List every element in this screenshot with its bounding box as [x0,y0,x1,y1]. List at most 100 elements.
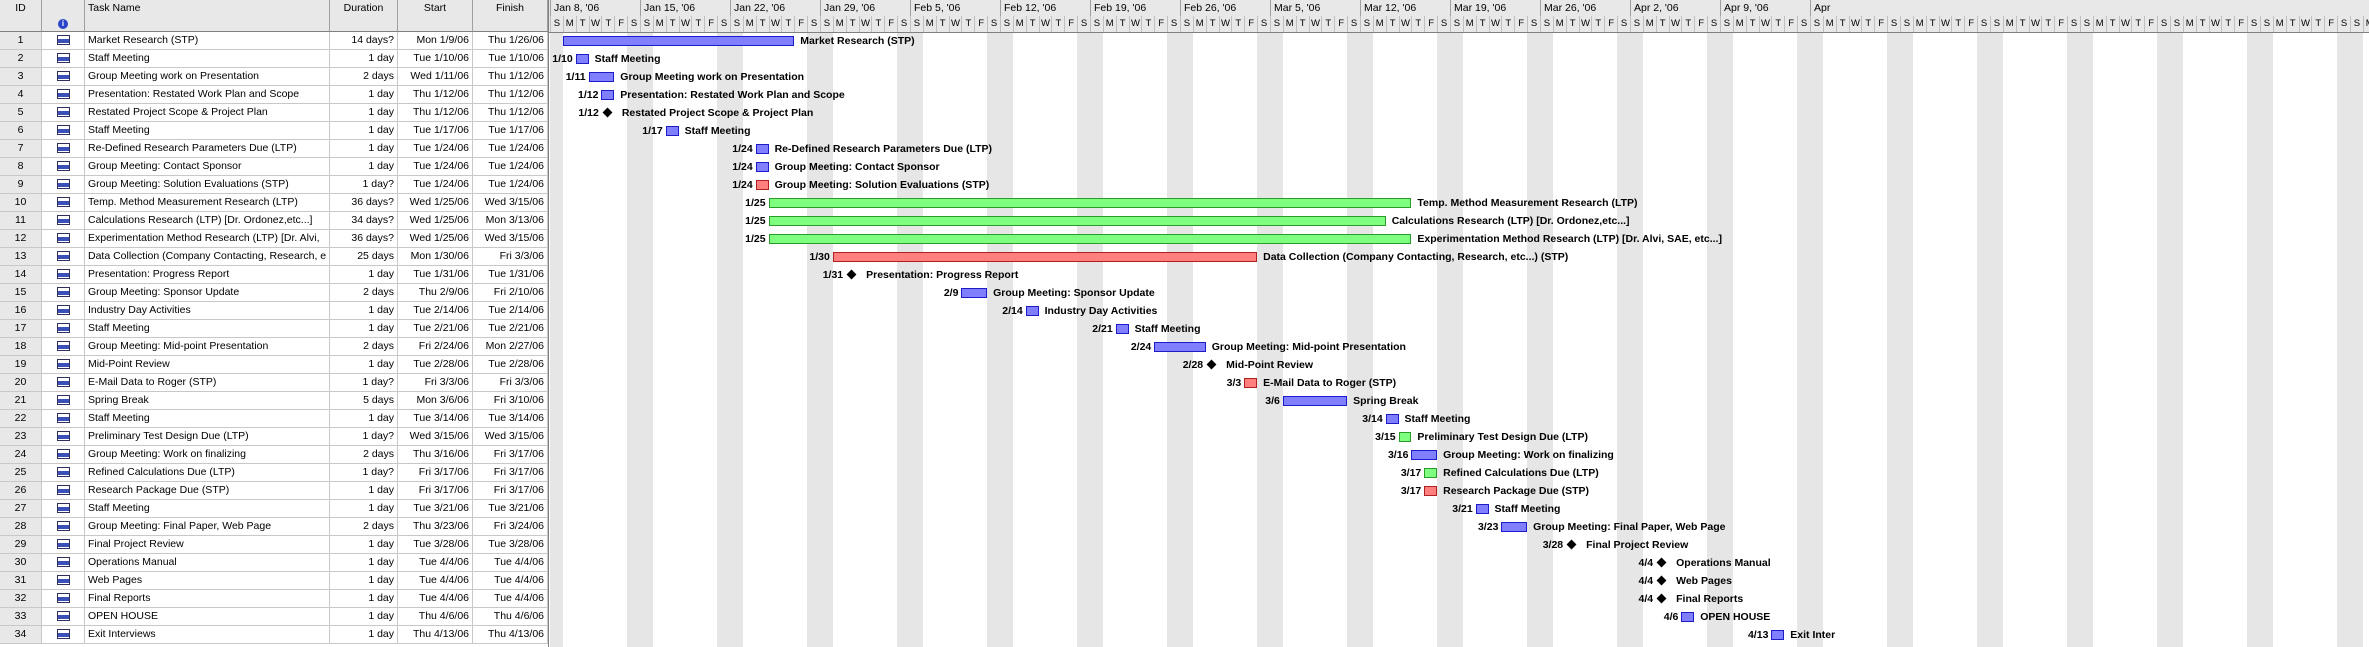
task-finish-cell[interactable]: Tue 1/24/06 [473,140,548,157]
task-duration-cell[interactable]: 1 day [330,356,398,373]
task-start-cell[interactable]: Tue 3/14/06 [398,410,473,427]
task-bar[interactable] [665,126,679,136]
task-name-cell[interactable]: Presentation: Progress Report [85,266,330,283]
task-name-cell[interactable]: Preliminary Test Design Due (LTP) [85,428,330,445]
task-id-cell[interactable]: 13 [0,248,42,265]
indicator-cell[interactable] [42,194,85,211]
task-id-cell[interactable]: 7 [0,140,42,157]
task-start-cell[interactable]: Fri 3/3/06 [398,374,473,391]
task-name-cell[interactable]: Presentation: Restated Work Plan and Sco… [85,86,330,103]
task-finish-cell[interactable]: Tue 1/24/06 [473,158,548,175]
task-name-cell[interactable]: Restated Project Scope & Project Plan [85,104,330,121]
task-bar[interactable] [1282,396,1348,406]
task-id-cell[interactable]: 10 [0,194,42,211]
task-finish-cell[interactable]: Tue 3/28/06 [473,536,548,553]
task-bar[interactable] [1244,378,1258,388]
task-duration-cell[interactable]: 2 days [330,68,398,85]
task-start-cell[interactable]: Thu 1/12/06 [398,86,473,103]
task-bar[interactable] [601,90,615,100]
task-start-cell[interactable]: Tue 4/4/06 [398,590,473,607]
col-header-indicators[interactable]: i [42,0,85,32]
indicator-cell[interactable] [42,572,85,589]
task-bar[interactable] [1424,468,1438,478]
task-finish-cell[interactable]: Tue 4/4/06 [473,590,548,607]
task-duration-cell[interactable]: 1 day [330,302,398,319]
task-finish-cell[interactable]: Fri 3/17/06 [473,464,548,481]
task-finish-cell[interactable]: Tue 2/28/06 [473,356,548,373]
task-finish-cell[interactable]: Tue 4/4/06 [473,554,548,571]
task-id-cell[interactable]: 6 [0,122,42,139]
task-finish-cell[interactable]: Wed 3/15/06 [473,428,548,445]
col-header-duration[interactable]: Duration [330,0,398,32]
task-duration-cell[interactable]: 1 day [330,590,398,607]
task-duration-cell[interactable]: 1 day [330,572,398,589]
task-bar[interactable] [575,54,589,64]
task-start-cell[interactable]: Fri 3/17/06 [398,482,473,499]
task-duration-cell[interactable]: 1 day [330,140,398,157]
task-id-cell[interactable]: 31 [0,572,42,589]
task-start-cell[interactable]: Tue 1/24/06 [398,140,473,157]
task-name-cell[interactable]: Re-Defined Research Parameters Due (LTP) [85,140,330,157]
task-start-cell[interactable]: Thu 3/16/06 [398,446,473,463]
indicator-cell[interactable] [42,230,85,247]
indicator-cell[interactable] [42,500,85,517]
task-id-cell[interactable]: 30 [0,554,42,571]
indicator-cell[interactable] [42,464,85,481]
indicator-cell[interactable] [42,104,85,121]
milestone-diamond[interactable] [1656,557,1667,568]
task-start-cell[interactable]: Tue 1/24/06 [398,158,473,175]
task-name-cell[interactable]: Group Meeting: Final Paper, Web Page [85,518,330,535]
task-id-cell[interactable]: 17 [0,320,42,337]
task-finish-cell[interactable]: Thu 1/12/06 [473,68,548,85]
task-start-cell[interactable]: Fri 3/17/06 [398,464,473,481]
task-name-cell[interactable]: Mid-Point Review [85,356,330,373]
indicator-cell[interactable] [42,158,85,175]
task-name-cell[interactable]: Group Meeting work on Presentation [85,68,330,85]
task-finish-cell[interactable]: Mon 2/27/06 [473,338,548,355]
task-finish-cell[interactable]: Mon 3/13/06 [473,212,548,229]
indicator-cell[interactable] [42,32,85,49]
task-id-cell[interactable]: 3 [0,68,42,85]
task-id-cell[interactable]: 26 [0,482,42,499]
task-finish-cell[interactable]: Tue 4/4/06 [473,572,548,589]
task-duration-cell[interactable]: 1 day [330,554,398,571]
task-duration-cell[interactable]: 1 day [330,266,398,283]
indicator-cell[interactable] [42,482,85,499]
task-duration-cell[interactable]: 1 day [330,410,398,427]
task-start-cell[interactable]: Tue 2/28/06 [398,356,473,373]
task-finish-cell[interactable]: Tue 1/24/06 [473,176,548,193]
task-name-cell[interactable]: E-Mail Data to Roger (STP) [85,374,330,391]
indicator-cell[interactable] [42,428,85,445]
task-id-cell[interactable]: 19 [0,356,42,373]
indicator-cell[interactable] [42,410,85,427]
task-start-cell[interactable]: Tue 3/28/06 [398,536,473,553]
task-start-cell[interactable]: Tue 2/21/06 [398,320,473,337]
indicator-cell[interactable] [42,518,85,535]
task-bar[interactable] [768,198,1412,208]
task-id-cell[interactable]: 27 [0,500,42,517]
task-duration-cell[interactable]: 2 days [330,338,398,355]
task-start-cell[interactable]: Wed 1/25/06 [398,194,473,211]
task-finish-cell[interactable]: Wed 3/15/06 [473,230,548,247]
indicator-cell[interactable] [42,266,85,283]
task-duration-cell[interactable]: 1 day? [330,176,398,193]
task-id-cell[interactable]: 15 [0,284,42,301]
task-id-cell[interactable]: 20 [0,374,42,391]
indicator-cell[interactable] [42,446,85,463]
milestone-diamond[interactable] [1206,359,1217,370]
task-id-cell[interactable]: 11 [0,212,42,229]
task-start-cell[interactable]: Mon 3/6/06 [398,392,473,409]
